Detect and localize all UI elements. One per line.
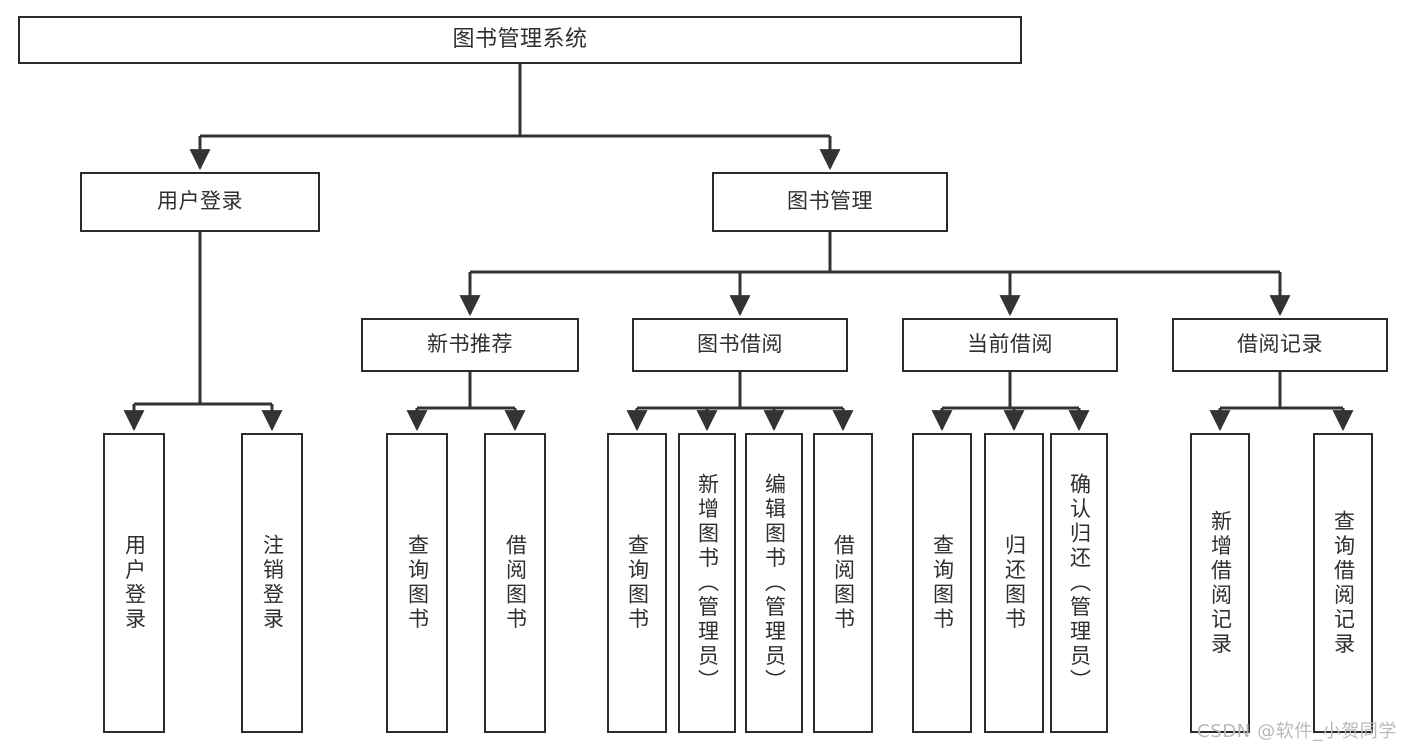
node-leaf-add-record[interactable]: 新增借阅记录 xyxy=(1190,433,1250,733)
node-borrow-record-label: 借阅记录 xyxy=(1237,332,1323,357)
node-leaf-user-logout[interactable]: 注销登录 xyxy=(241,433,303,733)
node-leaf-query-book-cur[interactable]: 查询图书 xyxy=(912,433,972,733)
node-book-manage[interactable]: 图书管理 xyxy=(712,172,948,232)
node-leaf-edit-book-label: 编辑图书（管理员） xyxy=(762,472,787,694)
node-leaf-query-book-label: 查询图书 xyxy=(625,534,650,632)
node-leaf-query-book[interactable]: 查询图书 xyxy=(607,433,667,733)
node-leaf-user-login-label: 用户登录 xyxy=(122,534,147,632)
node-root-label: 图书管理系统 xyxy=(452,26,588,52)
node-current-borrow[interactable]: 当前借阅 xyxy=(902,318,1118,372)
node-leaf-query-book-rec-label: 查询图书 xyxy=(405,534,430,632)
node-leaf-query-record[interactable]: 查询借阅记录 xyxy=(1313,433,1373,733)
node-leaf-user-login[interactable]: 用户登录 xyxy=(103,433,165,733)
node-user-login[interactable]: 用户登录 xyxy=(80,172,320,232)
node-leaf-borrow-book-rec-label: 借阅图书 xyxy=(503,534,528,632)
node-leaf-confirm-return-label: 确认归还（管理员） xyxy=(1067,472,1092,694)
node-leaf-confirm-return[interactable]: 确认归还（管理员） xyxy=(1050,433,1108,733)
node-new-book-recommend-label: 新书推荐 xyxy=(427,332,513,357)
node-user-login-label: 用户登录 xyxy=(157,189,243,214)
node-leaf-add-record-label: 新增借阅记录 xyxy=(1208,509,1233,657)
node-leaf-return-book-label: 归还图书 xyxy=(1002,534,1027,632)
node-leaf-borrow-book-label: 借阅图书 xyxy=(831,534,856,632)
node-leaf-borrow-book-rec[interactable]: 借阅图书 xyxy=(484,433,546,733)
node-book-manage-label: 图书管理 xyxy=(787,189,873,214)
node-borrow-record[interactable]: 借阅记录 xyxy=(1172,318,1388,372)
node-book-borrow[interactable]: 图书借阅 xyxy=(632,318,848,372)
node-book-borrow-label: 图书借阅 xyxy=(697,332,783,357)
node-leaf-borrow-book[interactable]: 借阅图书 xyxy=(813,433,873,733)
watermark: CSDN @软件_小贺同学 xyxy=(1197,721,1397,742)
node-leaf-query-record-label: 查询借阅记录 xyxy=(1331,509,1356,657)
node-new-book-recommend[interactable]: 新书推荐 xyxy=(361,318,579,372)
node-leaf-add-book-label: 新增图书（管理员） xyxy=(695,472,720,694)
node-current-borrow-label: 当前借阅 xyxy=(967,332,1053,357)
node-root[interactable]: 图书管理系统 xyxy=(18,16,1022,64)
node-leaf-query-book-rec[interactable]: 查询图书 xyxy=(386,433,448,733)
node-leaf-user-logout-label: 注销登录 xyxy=(260,534,285,632)
node-leaf-query-book-cur-label: 查询图书 xyxy=(930,534,955,632)
node-leaf-return-book[interactable]: 归还图书 xyxy=(984,433,1044,733)
node-leaf-edit-book[interactable]: 编辑图书（管理员） xyxy=(745,433,803,733)
node-leaf-add-book[interactable]: 新增图书（管理员） xyxy=(678,433,736,733)
